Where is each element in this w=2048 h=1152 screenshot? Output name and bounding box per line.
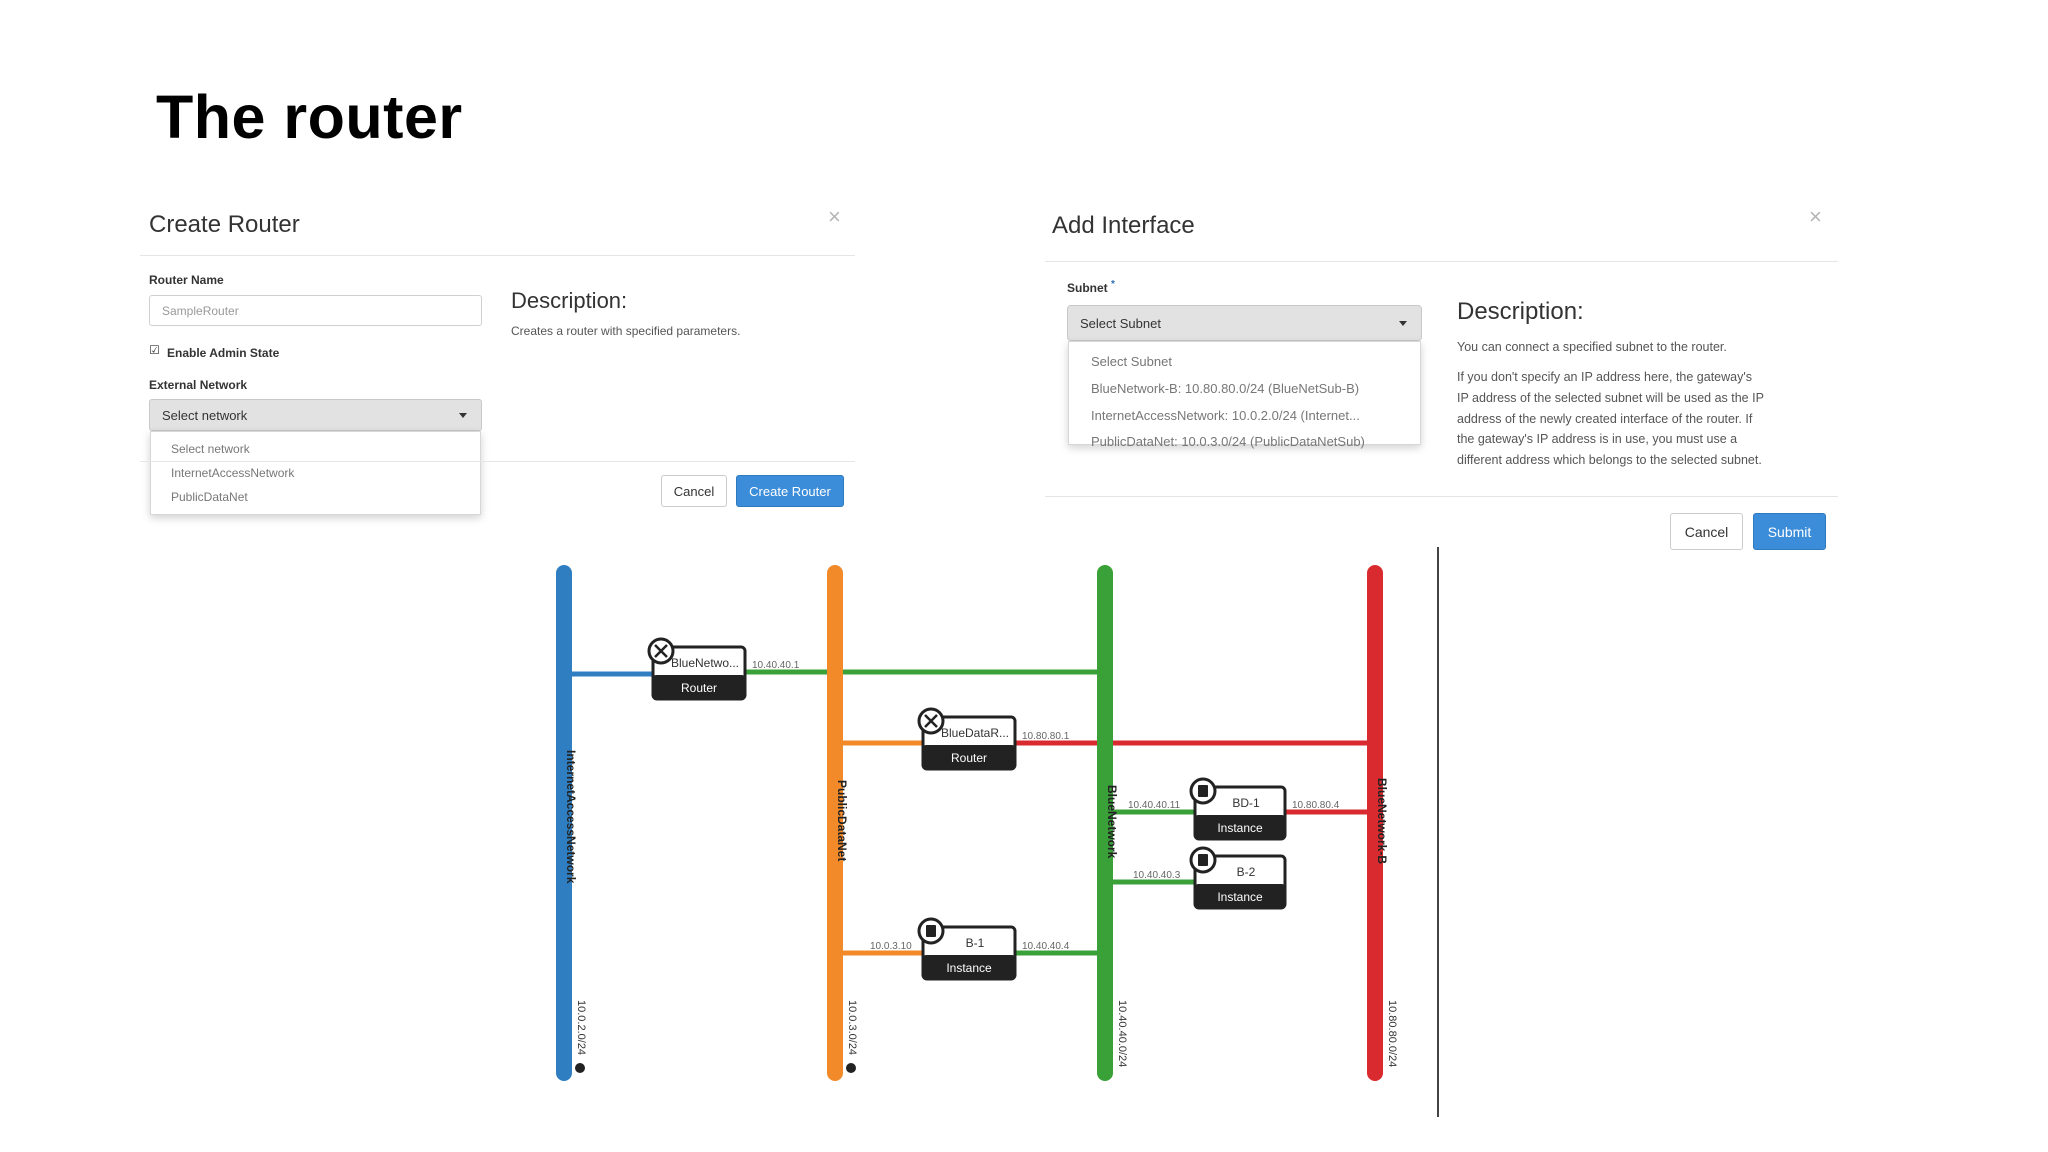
modal-title: Add Interface: [1052, 212, 1195, 239]
ip-address-label: 10.40.40.3: [1133, 870, 1181, 881]
admin-state-checkbox[interactable]: ☑: [149, 343, 160, 357]
subnet-label-text: Subnet: [1067, 281, 1108, 295]
modal-header: [1045, 200, 1838, 262]
node-type-bar: [1195, 815, 1285, 839]
close-icon[interactable]: ×: [828, 204, 841, 229]
admin-state-label: Enable Admin State: [167, 346, 280, 360]
description-line: IP address of the selected subnet will b…: [1457, 391, 1764, 405]
chevron-down-icon: [1399, 321, 1407, 326]
network-cidr-label: 10.0.2.0/24: [575, 1000, 587, 1055]
node-type-bar: [923, 955, 1015, 979]
description-line: the gateway's IP address is in use, you …: [1457, 432, 1738, 446]
dropdown-option[interactable]: Select network: [171, 442, 250, 456]
external-network-dropdown: Select network InternetAccessNetwork Pub…: [150, 431, 481, 515]
node-type-label: Router: [681, 681, 717, 695]
description-line: You can connect a specified subnet to th…: [1457, 340, 1727, 354]
submit-button[interactable]: Submit: [1753, 513, 1826, 550]
node-type-label: Router: [951, 751, 987, 765]
modal-footer-divider: [1045, 496, 1838, 497]
vertical-divider: [1437, 547, 1439, 1117]
description-text: Creates a router with specified paramete…: [511, 324, 741, 338]
router-arrows-icon: [654, 644, 668, 658]
description-title: Description:: [1457, 298, 1584, 325]
dropdown-option[interactable]: PublicDataNet: 10.0.3.0/24 (PublicDataNe…: [1091, 434, 1365, 449]
network-cidr-label: 10.80.80.0/24: [1386, 1000, 1398, 1067]
dropdown-option[interactable]: BlueNetwork-B: 10.80.80.0/24 (BlueNetSub…: [1091, 381, 1360, 396]
node-type-bar: [1195, 884, 1285, 908]
node-name-label: BD-1: [1232, 796, 1260, 810]
server-icon: [926, 925, 936, 937]
node-name-label: BlueNetwo...: [671, 656, 739, 670]
dropdown-option[interactable]: InternetAccessNetwork: 10.0.2.0/24 (Inte…: [1091, 408, 1360, 423]
node-type-bar: [653, 675, 745, 699]
network-cidr-label: 10.0.3.0/24: [846, 1000, 858, 1055]
node-type-label: Instance: [1217, 890, 1263, 904]
external-network-label: External Network: [149, 378, 248, 392]
create-router-button[interactable]: Create Router: [736, 475, 844, 507]
slide-title: The router: [156, 83, 463, 151]
cancel-button[interactable]: Cancel: [1670, 513, 1743, 550]
subnet-dropdown: Select Subnet BlueNetwork-B: 10.80.80.0/…: [1068, 341, 1421, 449]
network-name-label: PublicDataNet: [835, 780, 849, 861]
description-line: address of the newly created interface o…: [1457, 412, 1753, 426]
subnet-selected: Select Subnet: [1080, 315, 1161, 331]
node-name-label: BlueDataR...: [941, 726, 1009, 740]
chevron-down-icon: [459, 413, 467, 418]
ip-address-label: 10.0.3.10: [870, 941, 912, 952]
network-name-label: BlueNetwork: [1105, 785, 1119, 859]
description-line: If you don't specify an IP address here,…: [1457, 370, 1752, 384]
network-cidr-label: 10.40.40.0/24: [1116, 1000, 1128, 1067]
cancel-button[interactable]: Cancel: [661, 475, 727, 507]
description-line: different address which belongs to the s…: [1457, 453, 1762, 467]
dropdown-option[interactable]: PublicDataNet: [171, 490, 248, 504]
modal-footer-divider: [140, 461, 855, 462]
network-name-label: BlueNetwork-B: [1375, 778, 1389, 864]
node-type-bar: [923, 745, 1015, 769]
external-network-select[interactable]: Select network: [149, 399, 482, 431]
subnet-label: Subnet *: [1067, 279, 1115, 295]
node-name-label: B-1: [966, 936, 985, 950]
server-icon: [1198, 854, 1208, 866]
ip-address-label: 10.80.80.1: [1022, 731, 1070, 742]
node-type-label: Instance: [1217, 821, 1263, 835]
globe-icon: [846, 1063, 856, 1073]
globe-icon: [575, 1063, 585, 1073]
router-arrows-icon: [924, 714, 938, 728]
dropdown-option[interactable]: Select Subnet: [1091, 354, 1172, 369]
ip-address-label: 10.40.40.11: [1128, 800, 1181, 811]
network-name-label: InternetAccessNetwork: [564, 750, 578, 884]
ip-address-label: 10.40.40.1: [752, 660, 800, 671]
add-interface-modal: Add Interface × Subnet * Select Subnet S…: [1045, 200, 1838, 560]
subnet-select[interactable]: Select Subnet: [1067, 305, 1422, 341]
required-mark: *: [1111, 279, 1115, 290]
modal-header: [140, 200, 855, 256]
node-name-label: B-2: [1237, 865, 1256, 879]
external-network-selected: Select network: [162, 407, 248, 423]
ip-address-label: 10.80.80.4: [1292, 800, 1340, 811]
close-icon[interactable]: ×: [1809, 204, 1822, 229]
dropdown-option[interactable]: InternetAccessNetwork: [171, 466, 295, 480]
router-name-label: Router Name: [149, 273, 224, 287]
server-icon: [1198, 785, 1208, 797]
ip-address-label: 10.40.40.4: [1022, 941, 1070, 952]
description-title: Description:: [511, 288, 628, 313]
router-name-input[interactable]: SampleRouter: [149, 295, 482, 326]
create-router-modal: Create Router × Router Name SampleRouter…: [140, 200, 855, 535]
node-type-label: Instance: [946, 961, 992, 975]
modal-title: Create Router: [149, 211, 300, 238]
